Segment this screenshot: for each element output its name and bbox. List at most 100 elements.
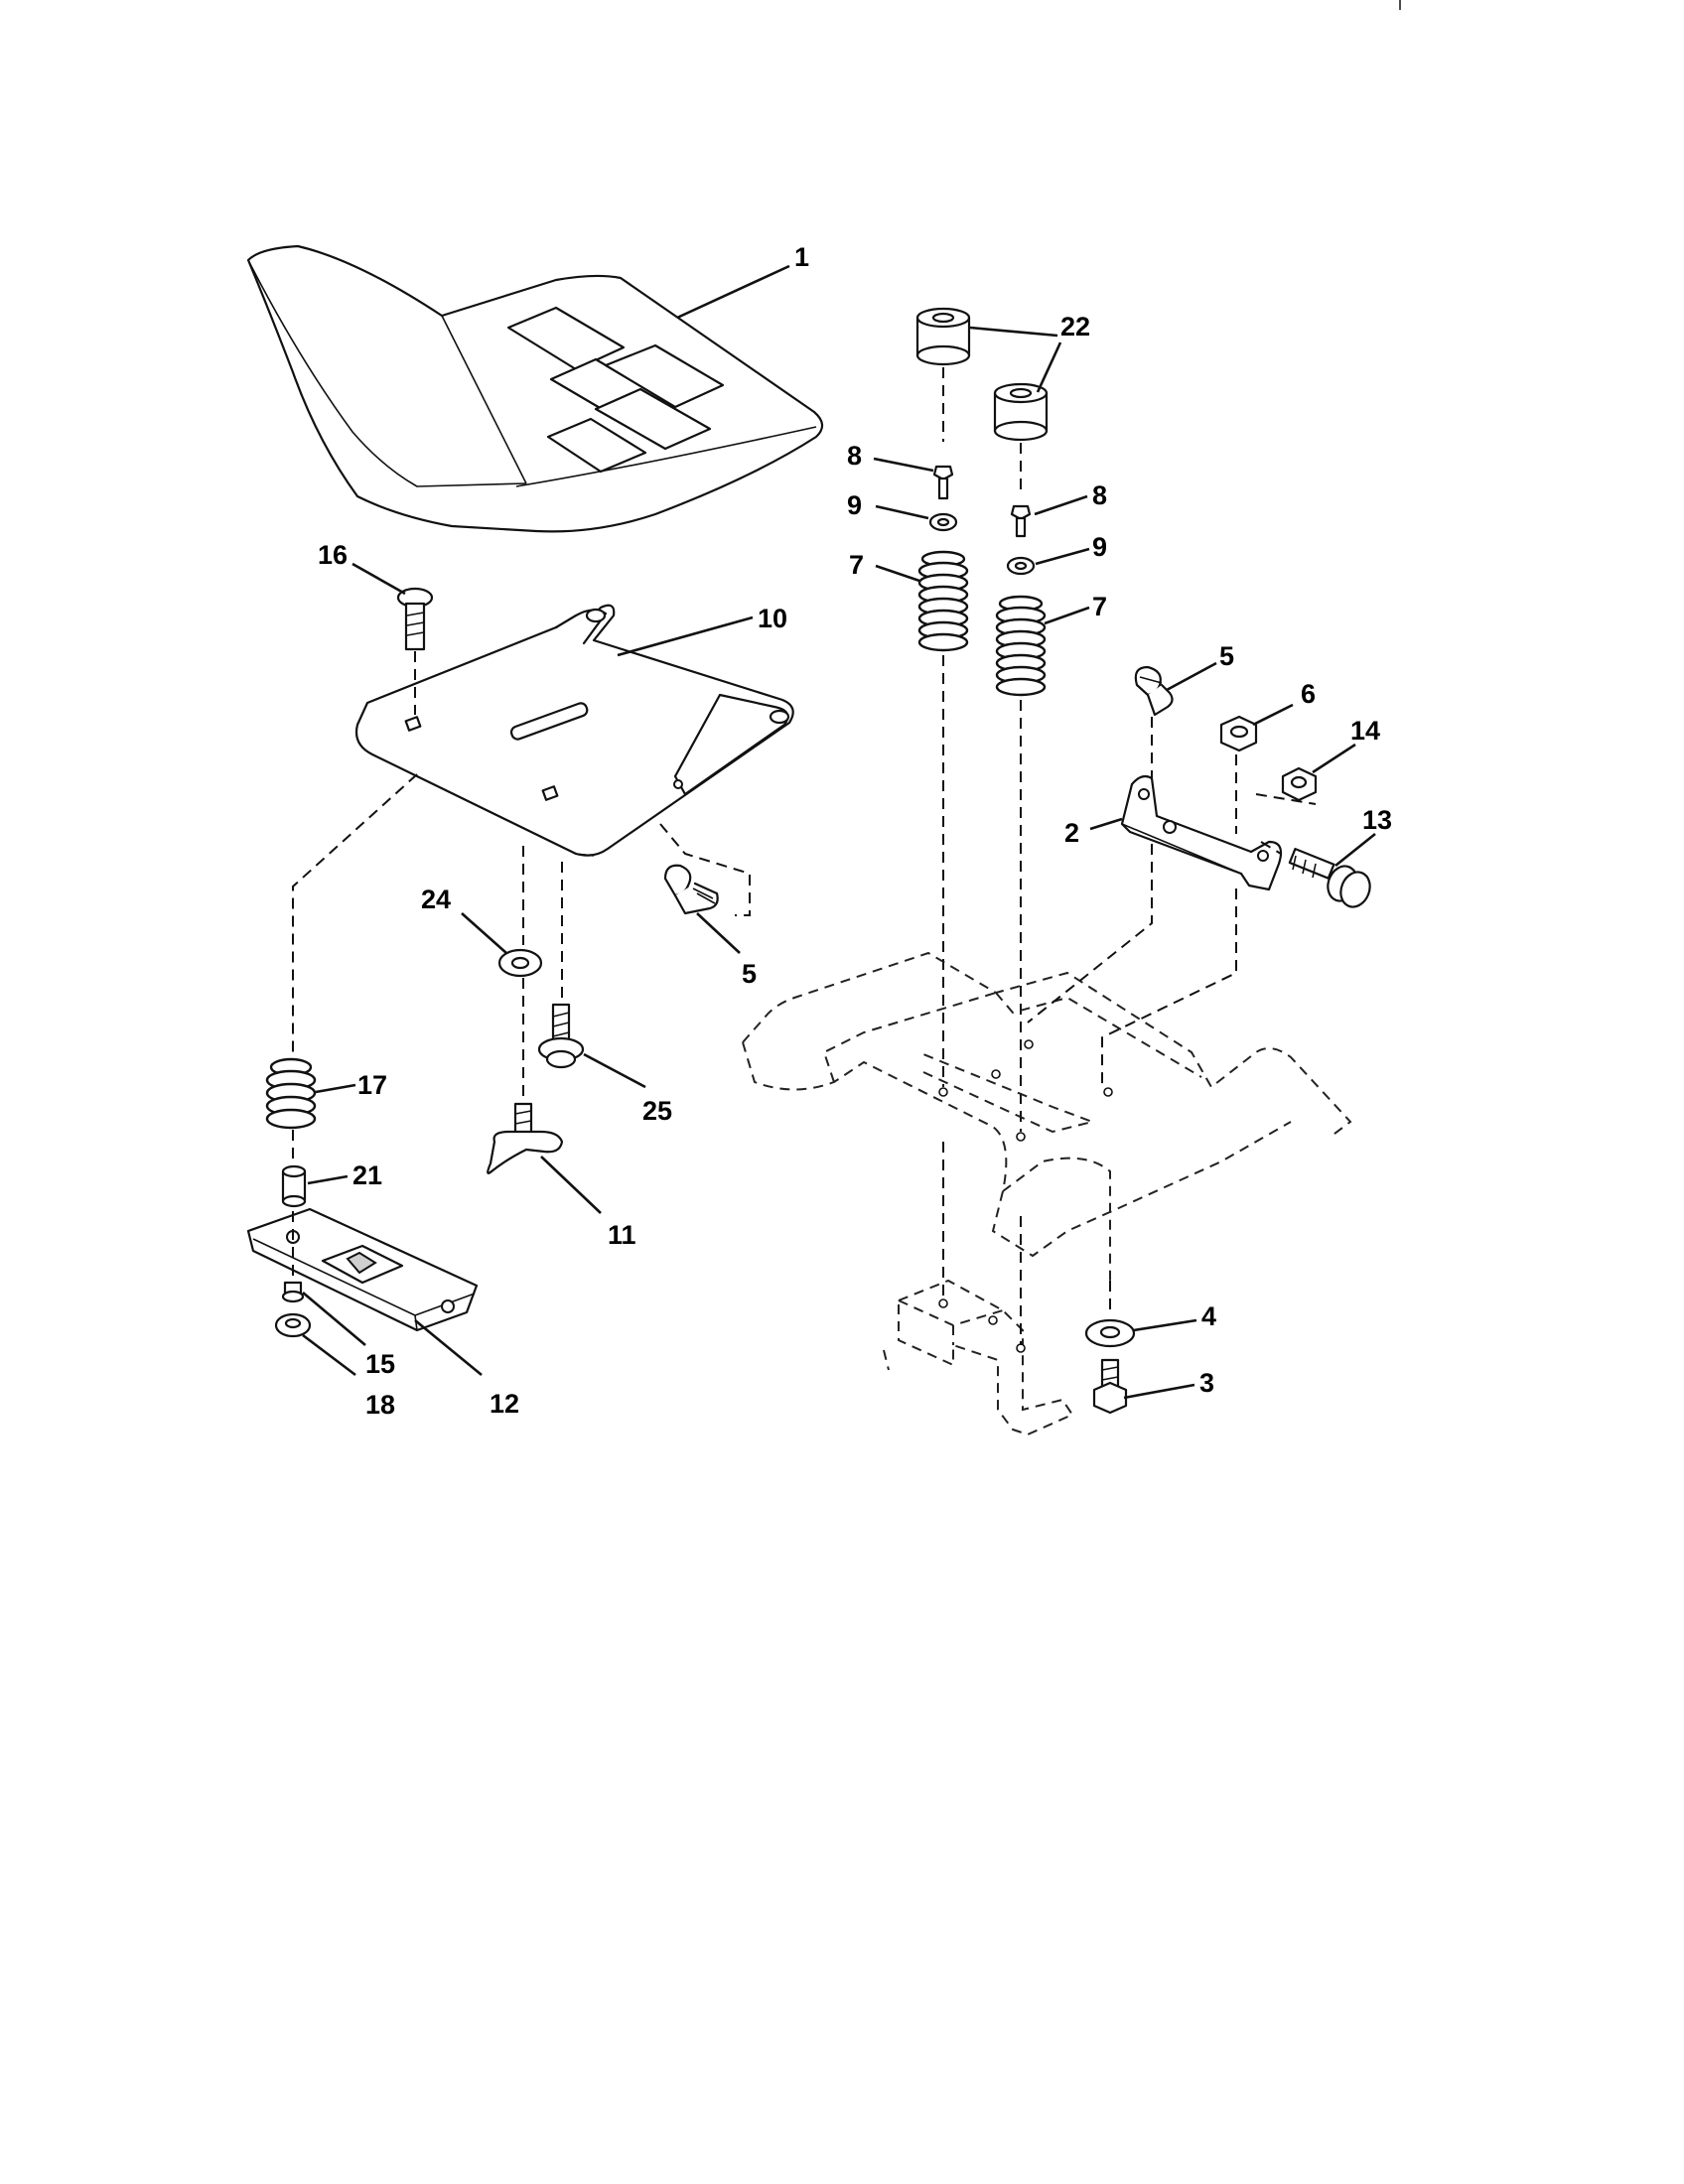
- leader-7-left: [875, 564, 920, 583]
- frame-hole-3: [1016, 1132, 1026, 1142]
- callout-13: 15: [365, 1349, 395, 1379]
- callout-15: 21: [352, 1160, 382, 1190]
- leader-5-right: [1166, 661, 1217, 692]
- shoulder-bolt: [537, 1003, 585, 1069]
- callout-9-right: 9: [1092, 532, 1107, 562]
- callout-10: 10: [758, 604, 787, 633]
- leader-16: [315, 1083, 356, 1094]
- spacer: [281, 1164, 307, 1208]
- callout-24: 24: [421, 885, 451, 914]
- dash-bracket-to-frame-right: [1101, 888, 1237, 1087]
- callout-17: 18: [365, 1390, 395, 1420]
- callout-16: 17: [357, 1070, 387, 1100]
- callout-11: 11: [608, 1220, 636, 1250]
- clip-right: [1134, 665, 1174, 717]
- leader-21: [1334, 832, 1376, 868]
- callout-12: 12: [490, 1389, 519, 1419]
- callout-21: 13: [1362, 805, 1392, 835]
- seat: [246, 244, 824, 533]
- lock-washer-left: [928, 512, 958, 532]
- carriage-bolt: [396, 587, 434, 651]
- leader-9-right: [1035, 547, 1090, 566]
- hex-locknut: [1219, 715, 1258, 752]
- dash-pan-to-clip: [659, 823, 751, 916]
- callout-4: 4: [1201, 1301, 1216, 1331]
- leader-4: [1133, 1318, 1197, 1332]
- seat-pad-4: [594, 387, 712, 451]
- hex-bolt-right: [1010, 504, 1032, 538]
- frame-hole-2: [991, 1069, 1001, 1079]
- leader-1: [676, 264, 790, 320]
- shoulder-bolt-21: [1288, 847, 1371, 908]
- seat-pivot-bracket: [1120, 774, 1283, 891]
- hex-bolt-3: [1092, 1358, 1128, 1415]
- frame-hole-4: [1024, 1039, 1034, 1049]
- seat-adjust-plate: [246, 1207, 479, 1332]
- dash-bracket-to-bolt21: [1260, 841, 1282, 855]
- callout-7-right: 7: [1092, 592, 1107, 621]
- seat-pad-5: [546, 417, 647, 474]
- hex-nut: [1281, 766, 1318, 802]
- callout-18: 22: [1060, 312, 1090, 341]
- bracket-hole-1: [938, 1298, 948, 1308]
- leader-18a: [969, 326, 1058, 338]
- callout-8-left: 8: [847, 441, 862, 471]
- leader-24: [461, 912, 507, 954]
- leader-13: [302, 1292, 366, 1346]
- leader-11: [540, 1156, 602, 1214]
- leader-25: [583, 1052, 646, 1089]
- seat-pan: [354, 604, 794, 857]
- flat-washer-4: [1084, 1318, 1136, 1348]
- dash-nut22: [1255, 793, 1317, 805]
- leader-2: [1089, 817, 1123, 831]
- callout-5-right: 5: [1219, 641, 1234, 671]
- carriage-bolt-13: [281, 1281, 305, 1303]
- rubber-bumper-right: [993, 382, 1049, 442]
- seat-pad-3: [604, 343, 725, 409]
- leader-14: [351, 562, 406, 596]
- hex-bolt-left: [932, 465, 954, 500]
- compression-spring-left: [917, 550, 969, 652]
- callout-1: 1: [794, 242, 809, 272]
- leader-8-right: [1034, 494, 1088, 516]
- callout-7-left: 7: [849, 550, 864, 580]
- leader-9-left: [875, 504, 929, 520]
- compression-spring-right: [995, 595, 1047, 697]
- leader-17: [302, 1333, 356, 1377]
- compression-spring-16: [265, 1057, 317, 1130]
- callout-14: 16: [318, 540, 348, 570]
- seat-pad-1: [506, 306, 626, 371]
- flange-nut-17: [274, 1312, 312, 1338]
- leader-18b: [1036, 341, 1062, 393]
- callout-6: 6: [1301, 679, 1316, 709]
- callout-2: 2: [1064, 818, 1079, 848]
- leader-6: [1252, 703, 1294, 727]
- leader-12: [414, 1318, 483, 1377]
- rubber-bumper-left: [915, 307, 971, 366]
- tractor-frame-ghost: [742, 951, 1352, 1286]
- callout-25: 25: [642, 1096, 672, 1126]
- callout-8-right: 8: [1092, 480, 1107, 510]
- dash-pan-to-spring: [292, 773, 418, 1062]
- leader-8-left: [873, 457, 934, 473]
- callout-22: 14: [1350, 716, 1380, 746]
- callout-5-left: 5: [742, 959, 757, 989]
- lock-washer-right: [1006, 556, 1036, 576]
- frame-hole-5: [1103, 1087, 1113, 1097]
- lower-bracket-ghost: [883, 1279, 1074, 1436]
- leader-5-left: [696, 912, 741, 954]
- bracket-hole-3: [1016, 1343, 1026, 1353]
- callout-3: 3: [1199, 1368, 1214, 1398]
- dash-bracket-to-frame-left: [1027, 844, 1153, 1024]
- leader-10: [617, 615, 754, 657]
- flat-washer-24: [497, 948, 543, 978]
- wing-knob: [487, 1102, 564, 1174]
- frame-hole-1: [938, 1087, 948, 1097]
- clip-left: [663, 864, 719, 915]
- leader-3: [1123, 1383, 1195, 1400]
- leader-22: [1312, 743, 1356, 774]
- leader-15: [307, 1174, 349, 1185]
- callout-9-left: 9: [847, 490, 862, 520]
- bracket-hole-2: [988, 1315, 998, 1325]
